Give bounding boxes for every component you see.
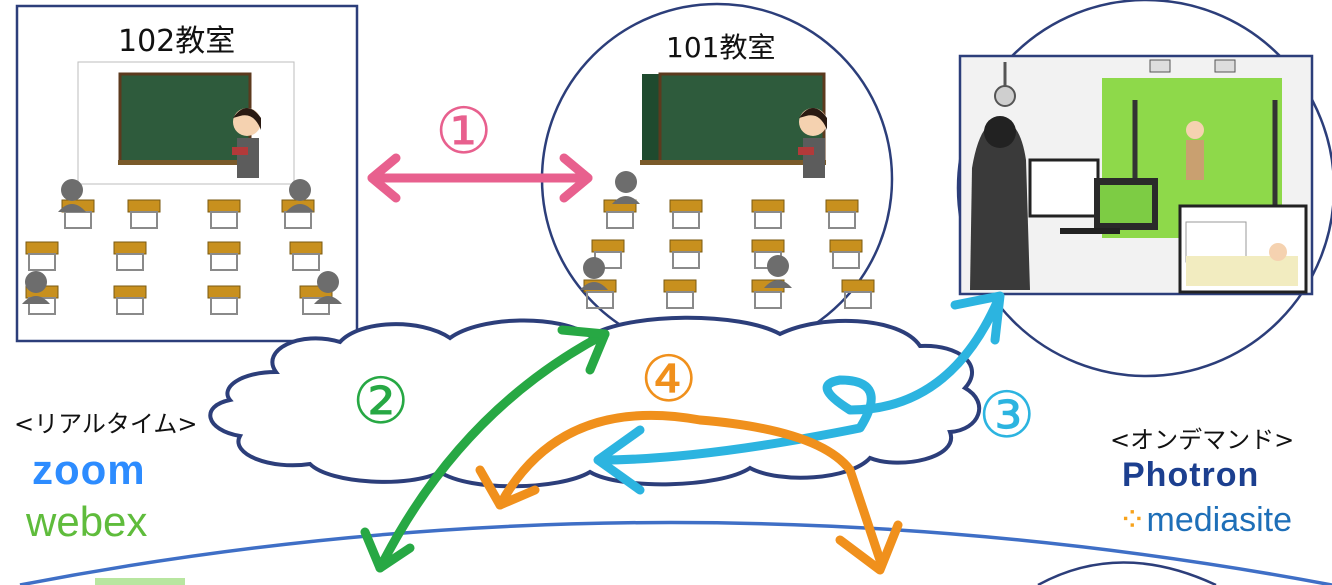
student-desks — [22, 171, 875, 315]
student-icon — [289, 179, 311, 201]
desk — [25, 241, 59, 255]
mediasite-logo: ⁘mediasite — [1118, 501, 1293, 539]
student-icon — [286, 204, 314, 212]
camera-icon — [994, 85, 1016, 107]
monitor-icon — [1028, 158, 1100, 218]
student-icon — [314, 296, 342, 304]
student-icon — [612, 196, 640, 204]
desk-legs — [672, 251, 700, 269]
desk-legs — [828, 211, 856, 229]
desk-legs — [292, 253, 320, 271]
desk-legs — [832, 251, 860, 269]
lower-right-circle — [1037, 561, 1217, 585]
desk — [207, 285, 241, 299]
student-icon — [583, 257, 605, 279]
step-3-label: ③ — [978, 379, 1036, 453]
student-icon — [764, 280, 792, 288]
room-101-label: 101教室 — [666, 31, 776, 64]
student-icon — [767, 255, 789, 277]
desk-legs — [844, 291, 872, 309]
desk-legs — [210, 211, 238, 229]
desk — [207, 199, 241, 213]
arrow-step-1 — [367, 153, 593, 203]
desk-legs — [116, 297, 144, 315]
desk — [289, 241, 323, 255]
desk-legs — [754, 211, 782, 229]
desk-legs — [130, 211, 158, 229]
desk-legs — [586, 291, 614, 309]
desk — [669, 239, 703, 253]
desk — [591, 239, 625, 253]
desk-legs — [302, 297, 330, 315]
operator-icon — [970, 120, 1030, 290]
desk-legs — [210, 297, 238, 315]
desk — [113, 285, 147, 299]
room-102-label: 102教室 — [118, 24, 236, 59]
desk — [127, 199, 161, 213]
classroom-102 — [15, 4, 359, 343]
desk-legs — [606, 211, 634, 229]
desk — [829, 239, 863, 253]
student-icon — [615, 171, 637, 193]
step-1-label: ① — [435, 95, 493, 169]
realtime-label: <リアルタイム> — [14, 410, 198, 438]
ondemand-label: <オンデマンド> — [1110, 426, 1295, 454]
desk — [751, 239, 785, 253]
recording-studio — [956, 0, 1332, 378]
student-icon — [22, 296, 50, 304]
lower-left-box — [95, 578, 185, 585]
desk — [751, 199, 785, 213]
arrow-step-2 — [360, 325, 610, 573]
student-icon — [25, 271, 47, 293]
desk-legs — [666, 291, 694, 309]
desk — [207, 241, 241, 255]
student-icon — [58, 204, 86, 212]
zoom-logo: zoom — [32, 446, 146, 493]
desk-legs — [116, 253, 144, 271]
desk — [663, 279, 697, 293]
arrow-step-4 — [475, 410, 903, 575]
desk — [841, 279, 875, 293]
step-2-label: ② — [352, 365, 410, 439]
blackboard — [118, 72, 252, 164]
webex-logo: webex — [26, 498, 148, 545]
teacher-icon — [232, 108, 261, 178]
desk — [113, 241, 147, 255]
photron-logo: Photron — [1122, 456, 1260, 494]
lower-arc — [19, 520, 1332, 585]
arrow-step-3 — [593, 291, 1005, 495]
teacher-icon — [798, 108, 827, 178]
desk-legs — [754, 291, 782, 309]
student-icon — [317, 271, 339, 293]
classroom-101 — [540, 2, 894, 356]
desk — [669, 199, 703, 213]
step-4-label: ④ — [640, 343, 698, 417]
desk-legs — [672, 211, 700, 229]
presenter-icon — [1186, 121, 1204, 139]
desk-legs — [210, 253, 238, 271]
desk — [825, 199, 859, 213]
mediasite-dot-icon: ⁘ — [1118, 501, 1147, 539]
blackboard — [658, 72, 826, 164]
desk-legs — [28, 253, 56, 271]
student-icon — [61, 179, 83, 201]
student-icon — [580, 282, 608, 290]
